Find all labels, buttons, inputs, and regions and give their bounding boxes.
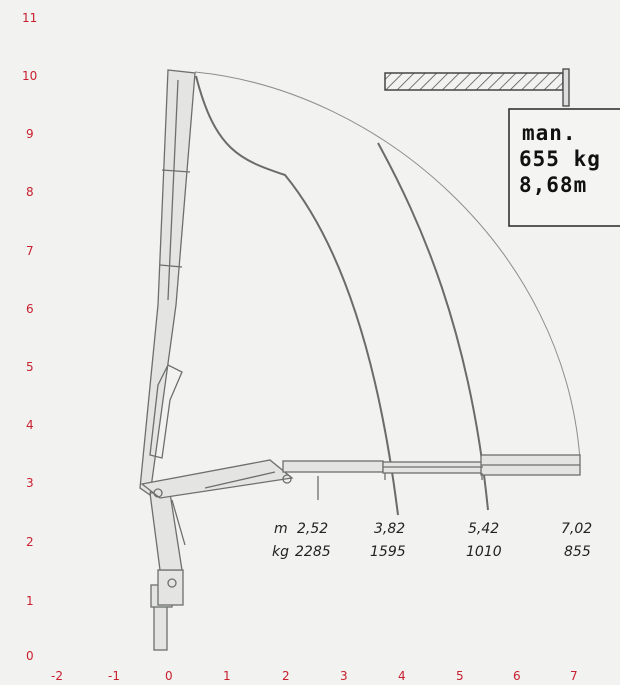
info-box-line-2: 655 kg	[519, 147, 601, 171]
y-tick-label: 10	[22, 69, 37, 83]
y-tick-label: 8	[26, 185, 34, 199]
x-tick-label: 3	[340, 669, 348, 683]
y-tick-label: 9	[26, 127, 34, 141]
y-tick-label: 1	[26, 594, 34, 608]
load-curve-2	[377, 142, 489, 511]
x-tick-label: 7	[570, 669, 578, 683]
x-axis-labels: -2 -1 0 1 2 3 4 5 6 7	[51, 669, 578, 683]
max-load-info-box: man. 655 kg 8,68m	[508, 108, 620, 227]
x-tick-label: 4	[398, 669, 406, 683]
x-tick-label: 5	[456, 669, 464, 683]
y-tick-label: 4	[26, 418, 34, 432]
load-labels: m kg 2,52 2285 3,82 1595 5,42 1010 7,02 …	[272, 521, 592, 560]
y-tick-label: 3	[26, 476, 34, 490]
x-tick-label: 0	[165, 669, 173, 683]
x-tick-label: 1	[223, 669, 231, 683]
load-point-weight: 2285	[295, 544, 331, 560]
x-tick-label: -1	[108, 669, 120, 683]
x-tick-label: -2	[51, 669, 63, 683]
distance-unit-label: m	[274, 521, 288, 537]
load-point-distance: 5,42	[468, 521, 499, 537]
y-tick-label: 7	[26, 244, 34, 258]
x-tick-label: 6	[513, 669, 521, 683]
load-bar-symbol	[384, 68, 570, 107]
y-tick-label: 6	[26, 302, 34, 316]
load-point-weight: 855	[564, 544, 591, 560]
crane-illustration	[139, 69, 581, 651]
working-envelope-arc	[194, 71, 581, 461]
load-point-weight: 1595	[370, 544, 406, 560]
load-curve-1	[195, 75, 399, 516]
x-tick-label: 2	[282, 669, 290, 683]
y-tick-label: 5	[26, 360, 34, 374]
y-axis-labels: 0 1 2 3 4 5 6 7 8 9 10 11	[22, 11, 37, 663]
y-tick-label: 2	[26, 535, 34, 549]
info-box-line-1: man.	[522, 121, 577, 145]
load-point-weight: 1010	[466, 544, 502, 560]
load-point-distance: 3,82	[374, 521, 405, 537]
y-tick-label: 0	[26, 649, 34, 663]
load-point-distance: 7,02	[561, 521, 592, 537]
load-point-distance: 2,52	[297, 521, 328, 537]
weight-unit-label: kg	[272, 544, 289, 560]
y-tick-label: 11	[22, 11, 37, 25]
info-box-line-3: 8,68m	[519, 173, 587, 197]
